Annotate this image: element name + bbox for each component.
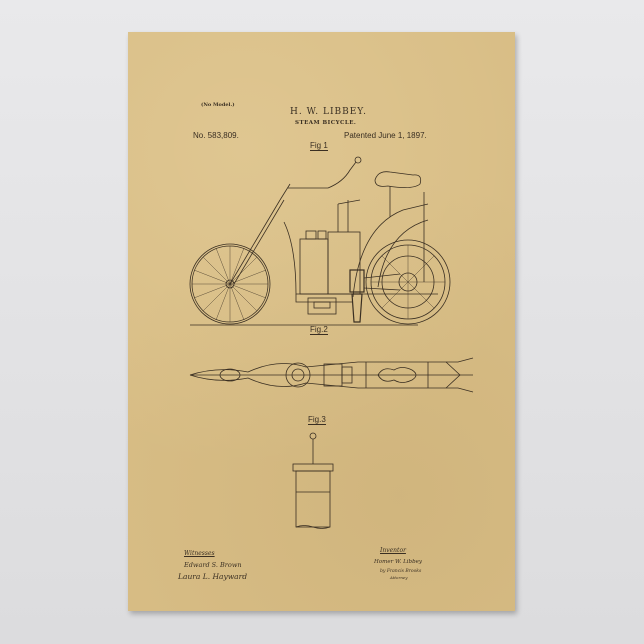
fig3-drawing	[292, 432, 334, 529]
patent-subject: STEAM BICYCLE.	[295, 120, 357, 126]
witness-signature: Laura L. Hayward	[178, 572, 247, 581]
patent-date: Patented June 1, 1897.	[344, 131, 427, 140]
fig1-drawing	[189, 156, 451, 326]
attorney-title: Attorney	[390, 575, 408, 580]
patent-number: No. 583,809.	[193, 131, 239, 140]
inventor-signature: Homer W. Libbey	[374, 559, 422, 565]
fig2-label: Fig.2	[310, 325, 328, 335]
witnesses-heading: Witnesses	[184, 550, 215, 557]
inventor-title: H. W. LIBBEY.	[290, 107, 367, 117]
patent-drawings	[189, 156, 474, 529]
no-model-label: (No Model.)	[201, 102, 235, 108]
patent-poster: (No Model.) H. W. LIBBEY. STEAM BICYCLE.…	[128, 32, 515, 611]
fig3-label: Fig.3	[308, 415, 326, 425]
fig1-label: Fig 1	[310, 141, 328, 151]
inventor-heading: Inventor	[380, 547, 406, 554]
witness-signature: Edward S. Brown	[184, 561, 242, 569]
attorney-signature: by Francis Brooks	[380, 569, 422, 574]
fig2-drawing	[189, 357, 474, 393]
